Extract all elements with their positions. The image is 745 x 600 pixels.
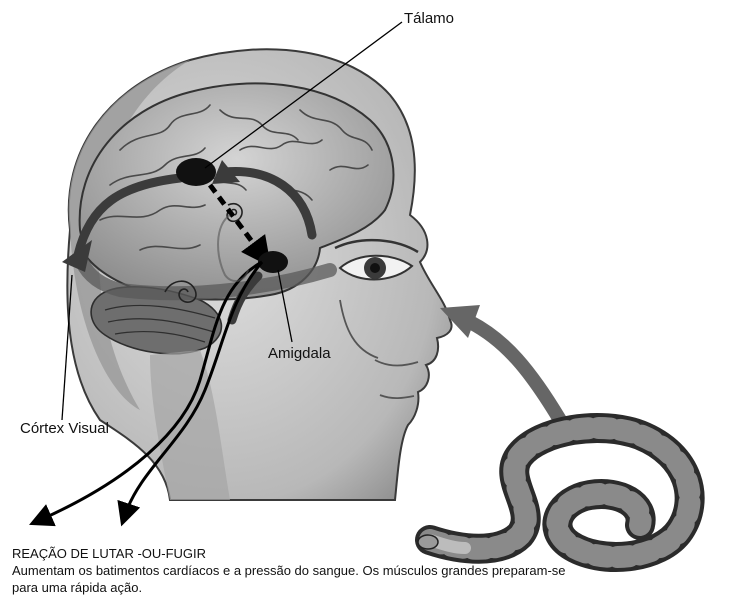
caption-line-1: Aumentam os batimentos cardíacos e a pre… (12, 562, 742, 579)
caption-line-2: para uma rápida ação. (12, 579, 742, 596)
caption-title: REAÇÃO DE LUTAR -OU-FUGIR (12, 545, 742, 562)
label-thalamus: Tálamo (404, 10, 454, 27)
label-amygdala: Amigdala (268, 345, 331, 362)
thalamus (176, 158, 216, 186)
snake-to-eye-arrow (470, 322, 560, 420)
snake (418, 428, 690, 557)
caption: REAÇÃO DE LUTAR -OU-FUGIR Aumentam os ba… (12, 545, 742, 596)
amygdala (258, 251, 288, 273)
label-visual-cortex: Córtex Visual (20, 420, 109, 437)
